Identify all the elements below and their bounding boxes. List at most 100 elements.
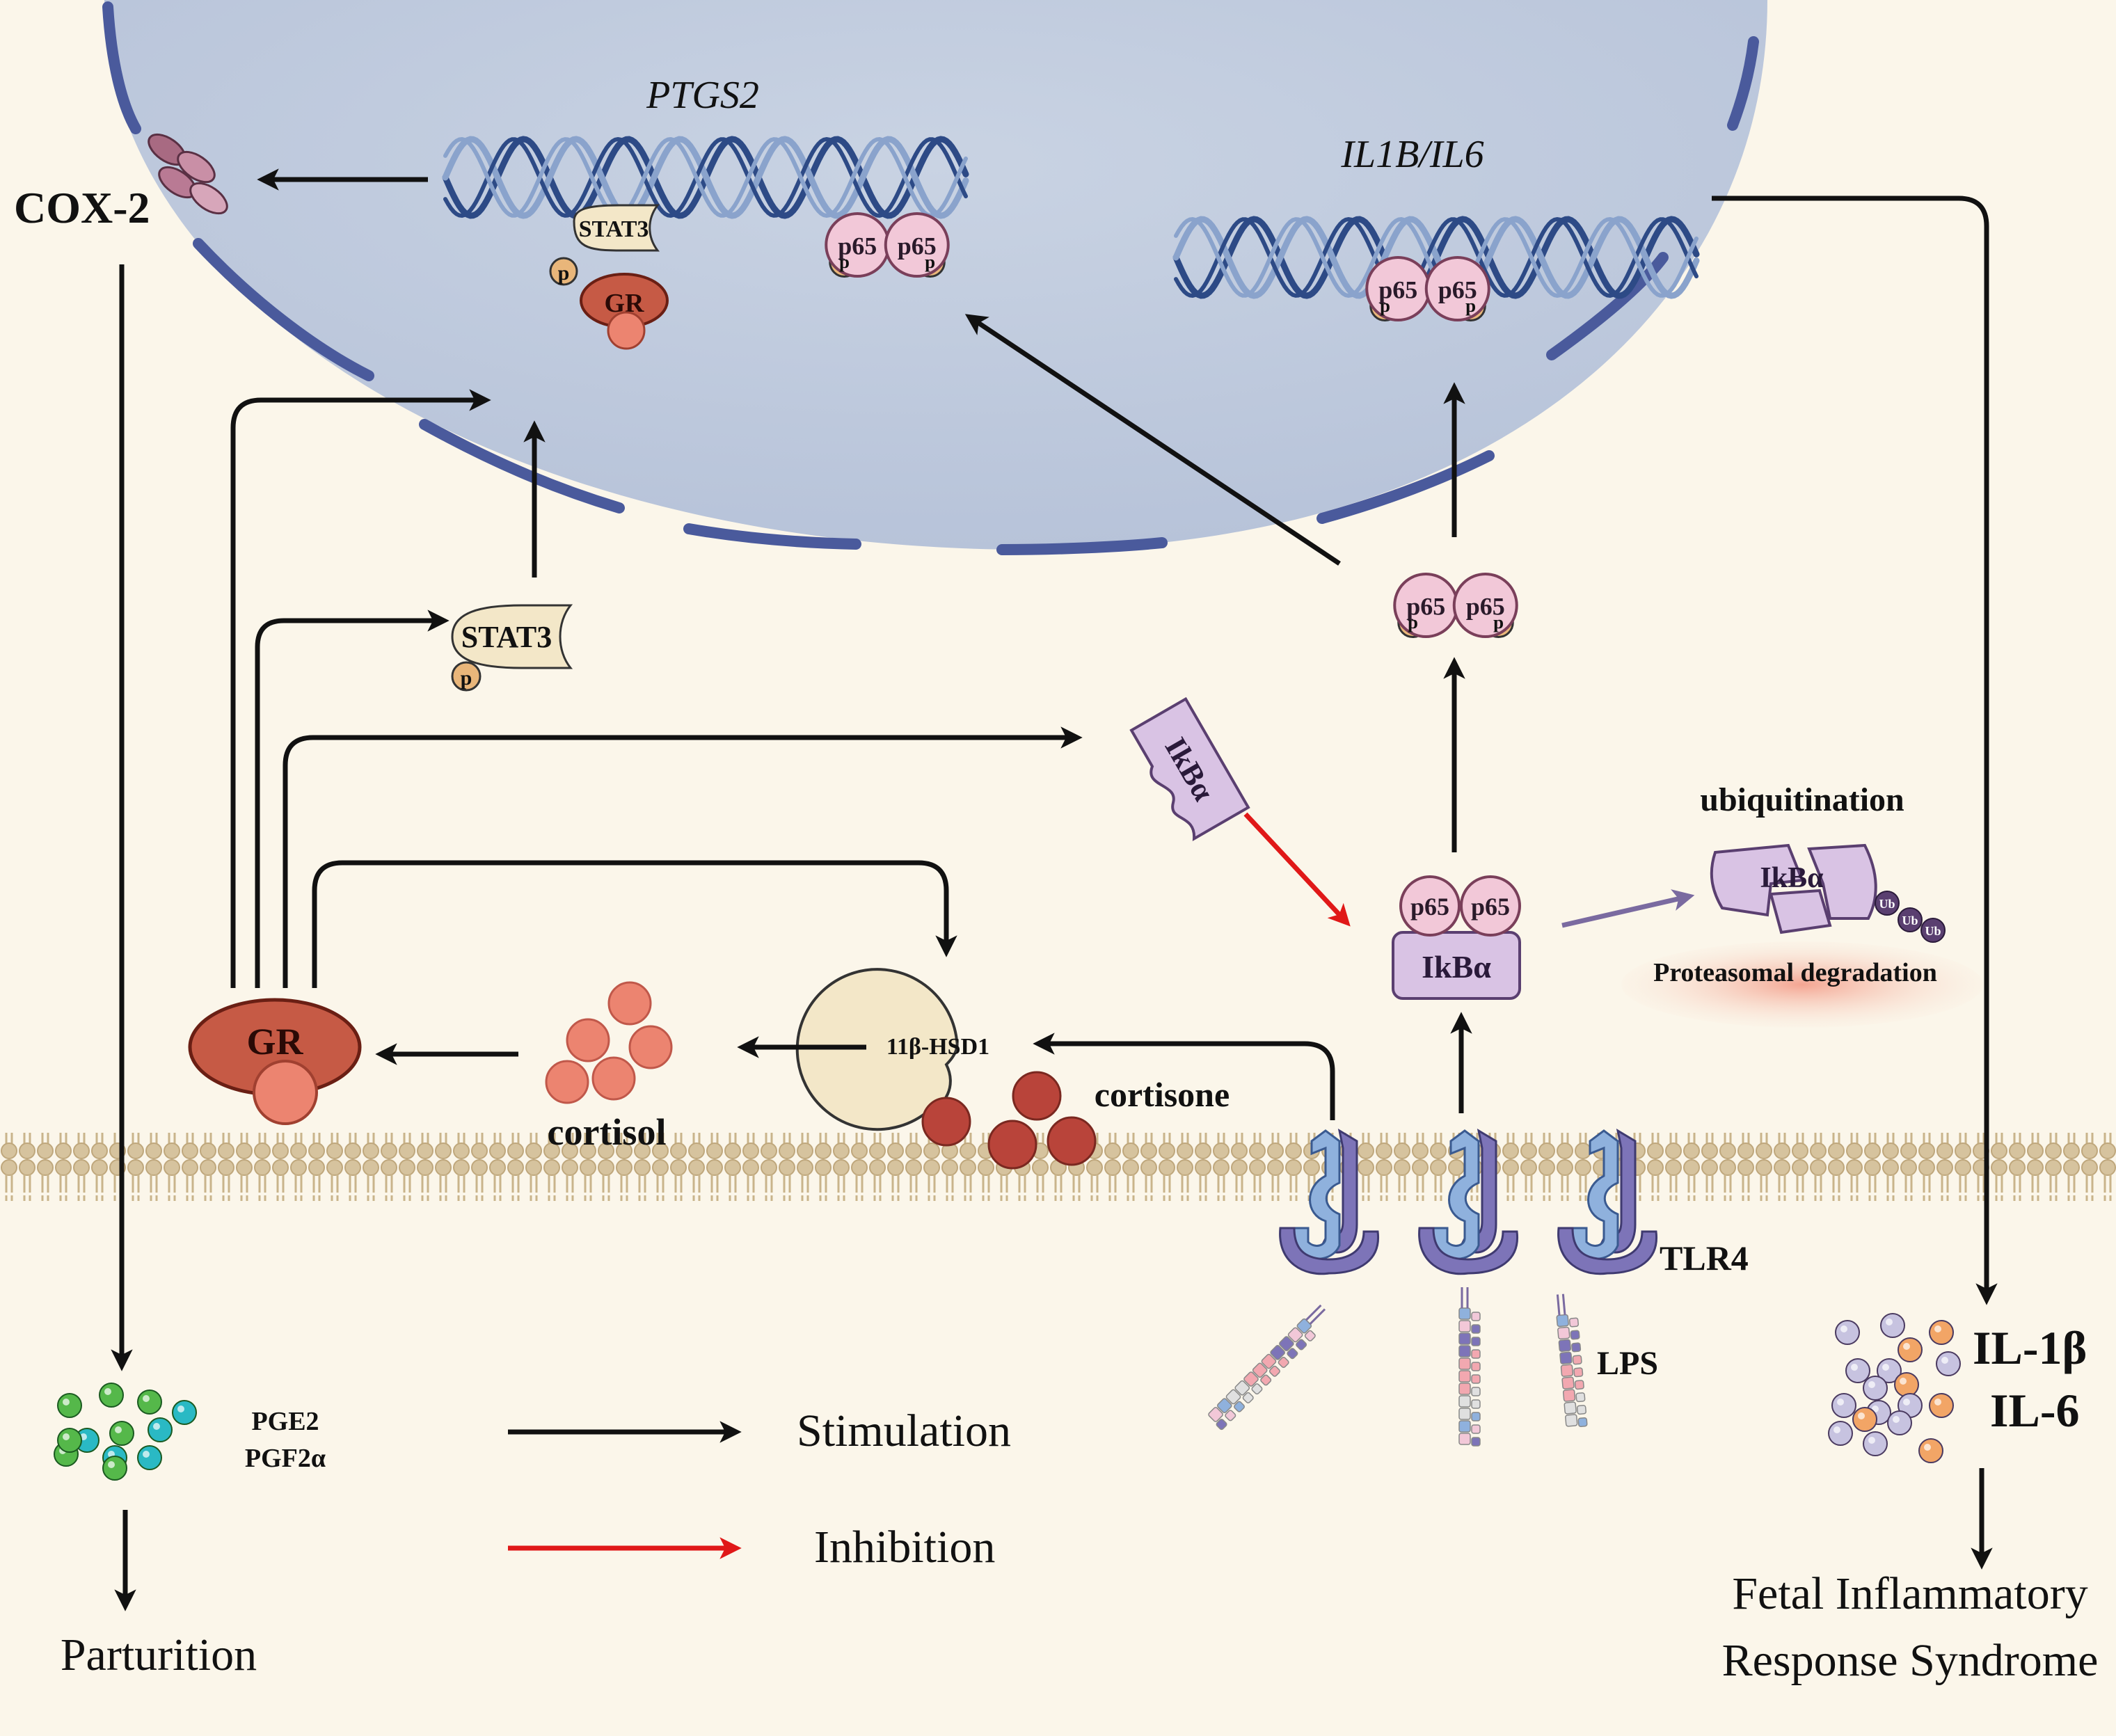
prostaglandin-particle-icon bbox=[137, 1445, 162, 1470]
legend: Stimulation Inhibition bbox=[508, 1405, 1011, 1572]
cytokine-particle-icon bbox=[1898, 1337, 1923, 1362]
p65-label: p65 bbox=[1406, 593, 1445, 621]
prostaglandin-particle-icon bbox=[137, 1389, 162, 1415]
cortisol-molecule-icon bbox=[545, 981, 673, 1104]
phospho-label: p bbox=[1408, 612, 1418, 632]
gr-label: GR bbox=[247, 1021, 304, 1062]
ikba-protein-icon bbox=[1392, 931, 1521, 1000]
p65-protein-icon bbox=[1424, 256, 1490, 321]
phospho-label: p bbox=[1465, 295, 1476, 316]
cytokine-particle-icon bbox=[1918, 1438, 1943, 1463]
arrow-gr-to-hsd1 bbox=[312, 860, 957, 988]
gr-receptor: GR bbox=[188, 998, 362, 1125]
cytokine-particle-icon bbox=[1835, 1320, 1860, 1345]
lps-molecule-icon bbox=[1208, 1304, 1326, 1431]
tlr4-receptor-icon bbox=[1418, 1128, 1519, 1275]
phospho-icon bbox=[549, 257, 578, 286]
firs-label-line2: Response Syndrome bbox=[1722, 1635, 2099, 1686]
cortisone-label: cortisone bbox=[1095, 1075, 1230, 1114]
hsd1-label: 11β-HSD1 bbox=[886, 1034, 989, 1060]
p65-label: p65 bbox=[838, 232, 877, 260]
stat3-gr-complex: STAT3 p GR bbox=[549, 204, 669, 350]
prostaglandin-particle-icon bbox=[57, 1428, 82, 1453]
phospho-label: p bbox=[1380, 295, 1390, 316]
cytokine-particle-icon bbox=[1929, 1393, 1954, 1418]
pge2-label: PGE2 bbox=[251, 1407, 319, 1436]
cytokine-particle-icon bbox=[1863, 1376, 1888, 1401]
stat3-protein-icon bbox=[451, 604, 573, 669]
cytokine-particle-icon bbox=[1894, 1372, 1919, 1397]
degradation-glow bbox=[1621, 941, 1983, 1028]
cytokine-particle-icon bbox=[1936, 1351, 1961, 1376]
prostaglandin-particle-icon bbox=[109, 1421, 134, 1446]
prostaglandin-particle-icon bbox=[57, 1393, 82, 1418]
tlr4-label: TLR4 bbox=[1660, 1239, 1749, 1277]
p65-label: p65 bbox=[1466, 593, 1505, 621]
il6-label: IL-6 bbox=[1990, 1384, 2079, 1437]
arrow-gr-to-nucleus bbox=[230, 389, 491, 988]
cytokine-particle-icon bbox=[1863, 1431, 1888, 1456]
phospho-label: p bbox=[558, 262, 570, 285]
cytokine-particle-icon bbox=[1828, 1421, 1853, 1446]
cytokine-particle-icon bbox=[1929, 1320, 1954, 1345]
prostaglandin-particle-icon bbox=[148, 1417, 173, 1442]
ikba-ubiquitinated: IkBα bbox=[1710, 843, 1877, 934]
arrow-ikba-inhibits-p65 bbox=[1243, 812, 1351, 927]
cox2-enzyme-icon bbox=[148, 133, 228, 215]
cytokine-particles bbox=[1828, 1313, 1961, 1463]
lps-molecule-icon bbox=[1458, 1287, 1481, 1447]
arrow-gr-to-stat3 bbox=[255, 610, 450, 988]
pgf2a-label: PGF2α bbox=[245, 1444, 326, 1473]
ubiquitination-label: ubiquitination bbox=[1700, 781, 1904, 818]
prostaglandin-particles bbox=[54, 1383, 197, 1481]
ub-label: Ub bbox=[1879, 897, 1895, 911]
p65-ikba-complex: IkBα p65 p65 bbox=[1392, 875, 1521, 1000]
11b-hsd1-enzyme: 11β-HSD1 bbox=[795, 968, 989, 1131]
arrow-ubiquitination bbox=[1561, 889, 1695, 928]
prostaglandin-particle-icon bbox=[99, 1383, 124, 1408]
arrow-p65-to-ptgs2 bbox=[964, 314, 1341, 566]
il1b-label: IL-1β bbox=[1973, 1321, 2087, 1374]
cortisol-label: cortisol bbox=[548, 1111, 667, 1153]
firs-label-line1: Fetal Inflammatory bbox=[1732, 1568, 2087, 1619]
p65-protein-icon bbox=[884, 212, 950, 278]
dna-strand bbox=[1172, 216, 1700, 299]
ptgs2-gene-label: PTGS2 bbox=[646, 74, 759, 117]
cytokine-particle-icon bbox=[1852, 1407, 1877, 1432]
dna-strand bbox=[1174, 216, 1699, 298]
dna-helix-ptgs2 bbox=[442, 136, 969, 219]
legend-stimulation-label: Stimulation bbox=[797, 1405, 1011, 1456]
ikba-protein-icon bbox=[1129, 696, 1250, 842]
prostaglandin-particle-icon bbox=[172, 1400, 197, 1425]
lps-label: LPS bbox=[1597, 1345, 1658, 1382]
phospho-label: p bbox=[839, 251, 850, 272]
p65-protein-icon bbox=[1452, 573, 1518, 638]
tlr4-receptor-icon bbox=[1557, 1128, 1658, 1275]
phospho-icon bbox=[451, 661, 482, 692]
lps-molecules bbox=[1208, 1287, 1588, 1447]
lps-molecule-icon bbox=[1556, 1293, 1588, 1428]
cytokine-particle-icon bbox=[1880, 1313, 1905, 1338]
dna-strand bbox=[443, 136, 968, 218]
p65-label: p65 bbox=[1378, 276, 1417, 304]
legend-inhibition-label: Inhibition bbox=[814, 1522, 995, 1572]
cox2-label: COX-2 bbox=[14, 183, 150, 232]
ikba-complex-label: IkBα bbox=[1422, 949, 1491, 985]
stat3-cytoplasm: STAT3 p bbox=[451, 604, 573, 692]
stat3-label: STAT3 bbox=[461, 620, 552, 654]
cytokine-particle-icon bbox=[1887, 1410, 1912, 1435]
arrow-il1b-to-cytokines bbox=[1712, 196, 1998, 1305]
p65-label: p65 bbox=[898, 232, 937, 260]
proteasomal-degradation-label: Proteasomal degradation bbox=[1653, 958, 1937, 987]
arrow-tlr4-to-hsd1 bbox=[1033, 1033, 1335, 1120]
cytokine-particle-icon bbox=[1845, 1358, 1870, 1383]
stat3-nuclear-label: STAT3 bbox=[579, 216, 649, 242]
phospho-label: p bbox=[1493, 612, 1504, 632]
phospho-label: p bbox=[925, 251, 935, 272]
il1b-il6-gene-label: IL1B/IL6 bbox=[1340, 133, 1483, 176]
dna-strand bbox=[442, 136, 969, 219]
